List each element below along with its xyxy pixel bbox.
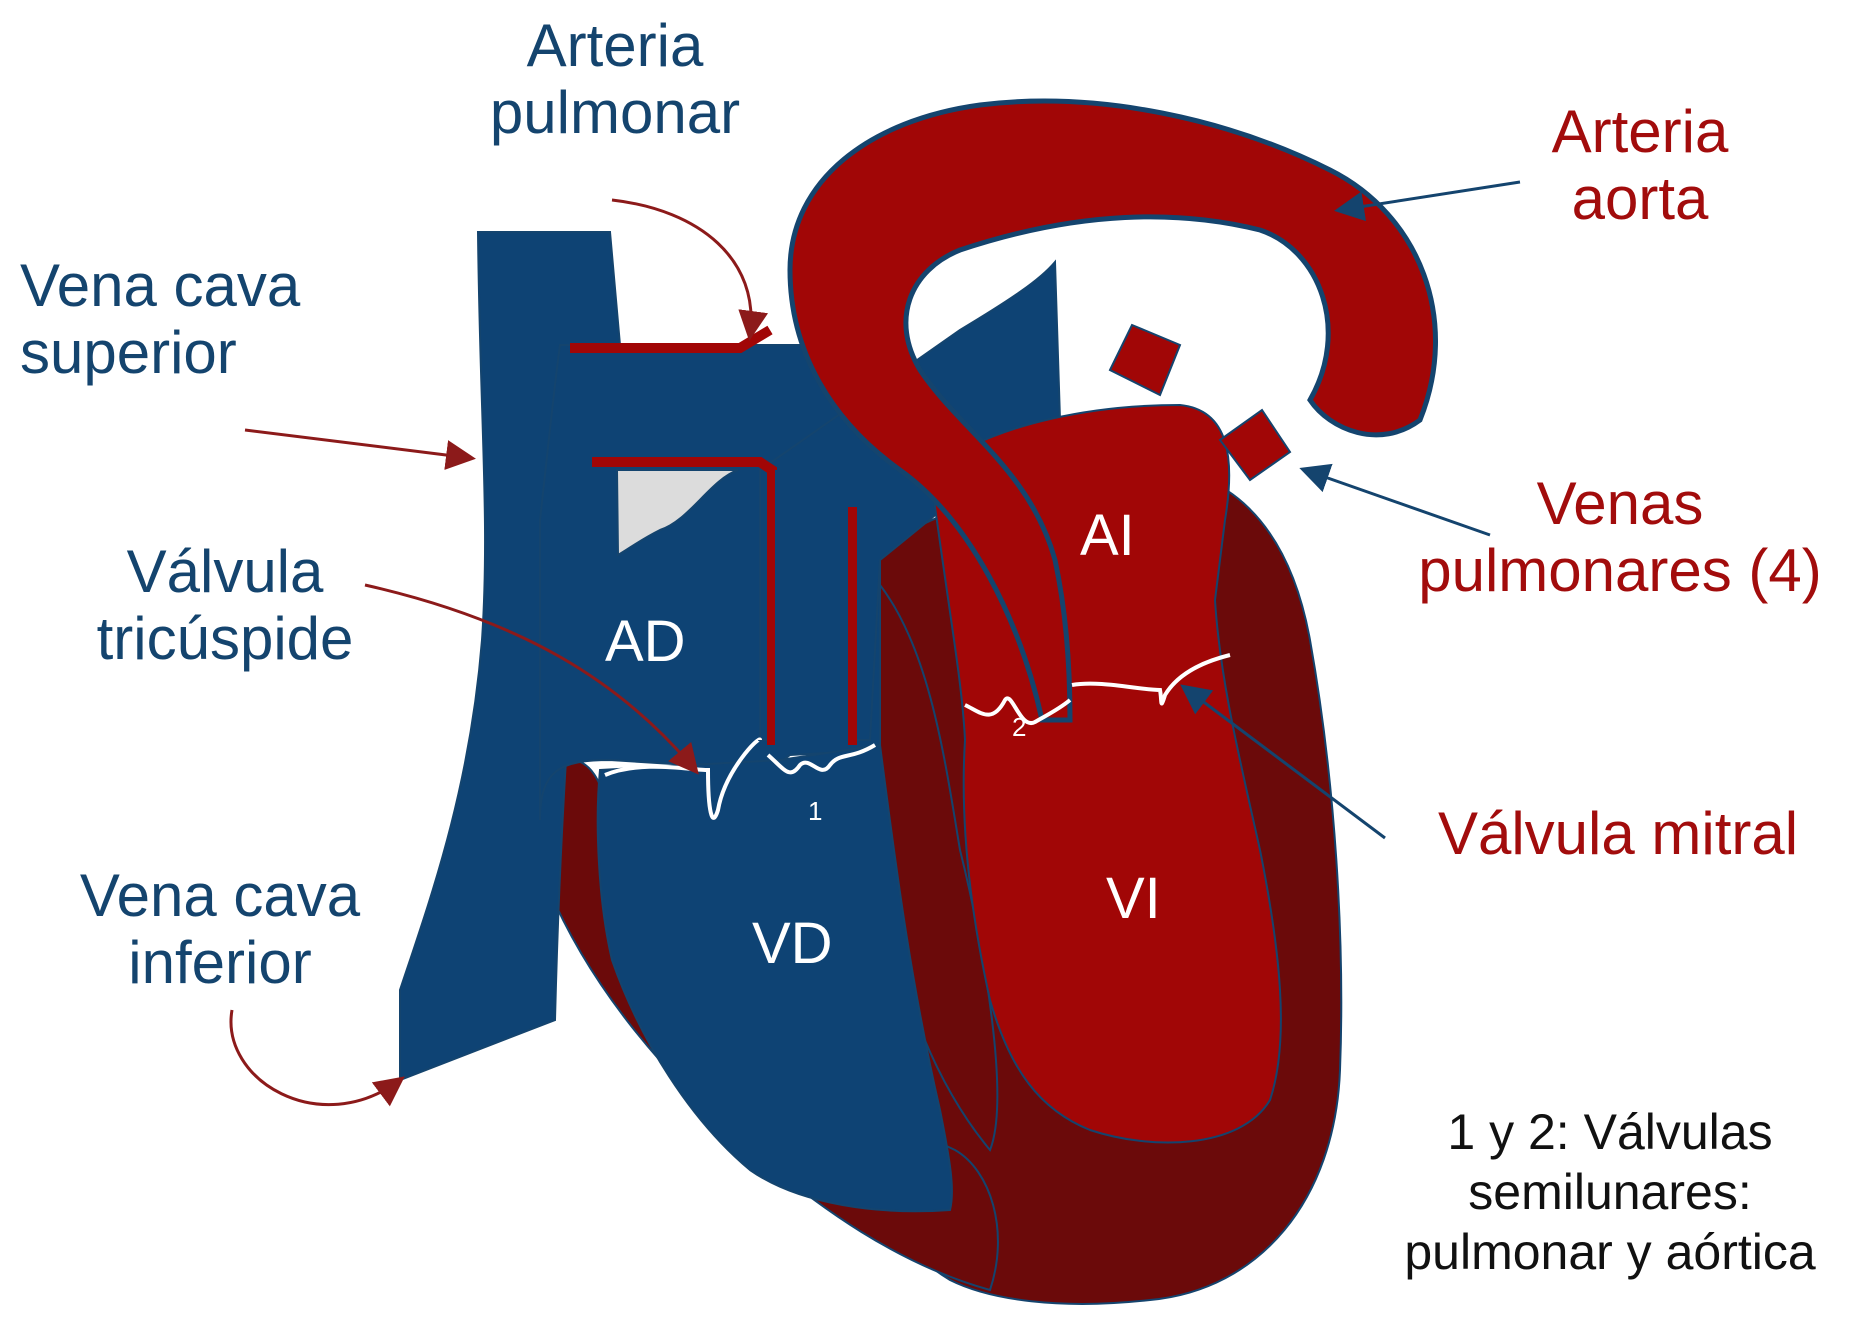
superior-vena-cava-label-line2: superior bbox=[20, 319, 237, 386]
note-line1: 1 y 2: Válvulas bbox=[1447, 1104, 1772, 1160]
tricuspid-valve-label-line1: Válvula bbox=[127, 538, 324, 605]
pulmonary-artery-leader bbox=[612, 200, 751, 335]
valve-number-pulmonary: 1 bbox=[808, 798, 822, 824]
pulmonary-veins-label: Venas pulmonares (4) bbox=[1380, 470, 1860, 604]
pulmonary-artery-label-line1: Arteria bbox=[527, 12, 704, 79]
superior-vena-cava-label: Vena cava superior bbox=[20, 252, 380, 386]
mitral-valve-label: Válvula mitral bbox=[1388, 800, 1848, 867]
inferior-vena-cava-leader bbox=[231, 1010, 400, 1105]
pulmonary-artery-label: Arteria pulmonar bbox=[450, 12, 780, 146]
chamber-left-atrium: AI bbox=[1080, 507, 1135, 565]
inferior-vena-cava-label-line2: inferior bbox=[128, 929, 311, 996]
inferior-vena-cava-label: Vena cava inferior bbox=[40, 862, 400, 996]
pulmonary-vein-right bbox=[1220, 410, 1290, 480]
semilunar-valves-note: 1 y 2: Válvulas semilunares: pulmonar y … bbox=[1360, 1102, 1860, 1282]
pulmonary-artery-channel bbox=[775, 470, 848, 745]
note-line2: semilunares: bbox=[1468, 1164, 1751, 1220]
aorta-label-line2: aorta bbox=[1572, 165, 1709, 232]
valve-number-aortic: 2 bbox=[1012, 714, 1026, 740]
chamber-right-ventricle: VD bbox=[752, 915, 833, 973]
tricuspid-valve-label: Válvula tricúspide bbox=[60, 538, 390, 672]
superior-vena-cava-leader bbox=[245, 430, 470, 458]
tricuspid-valve-label-line2: tricúspide bbox=[97, 605, 354, 672]
aorta-label: Arteria aorta bbox=[1520, 98, 1760, 232]
mitral-valve-label-text: Válvula mitral bbox=[1438, 800, 1798, 867]
pulmonary-vein-upper bbox=[1110, 325, 1180, 395]
inferior-vena-cava-label-line1: Vena cava bbox=[80, 862, 360, 929]
aorta-label-line1: Arteria bbox=[1552, 98, 1729, 165]
chamber-right-atrium: AD bbox=[605, 613, 686, 671]
pulmonary-veins-label-line2: pulmonares (4) bbox=[1418, 537, 1822, 604]
note-line3: pulmonar y aórtica bbox=[1404, 1224, 1815, 1280]
chamber-left-ventricle: VI bbox=[1106, 870, 1161, 928]
pulmonary-artery-label-line2: pulmonar bbox=[490, 79, 740, 146]
superior-vena-cava-label-line1: Vena cava bbox=[20, 252, 300, 319]
pulmonary-veins-label-line1: Venas bbox=[1537, 470, 1704, 537]
